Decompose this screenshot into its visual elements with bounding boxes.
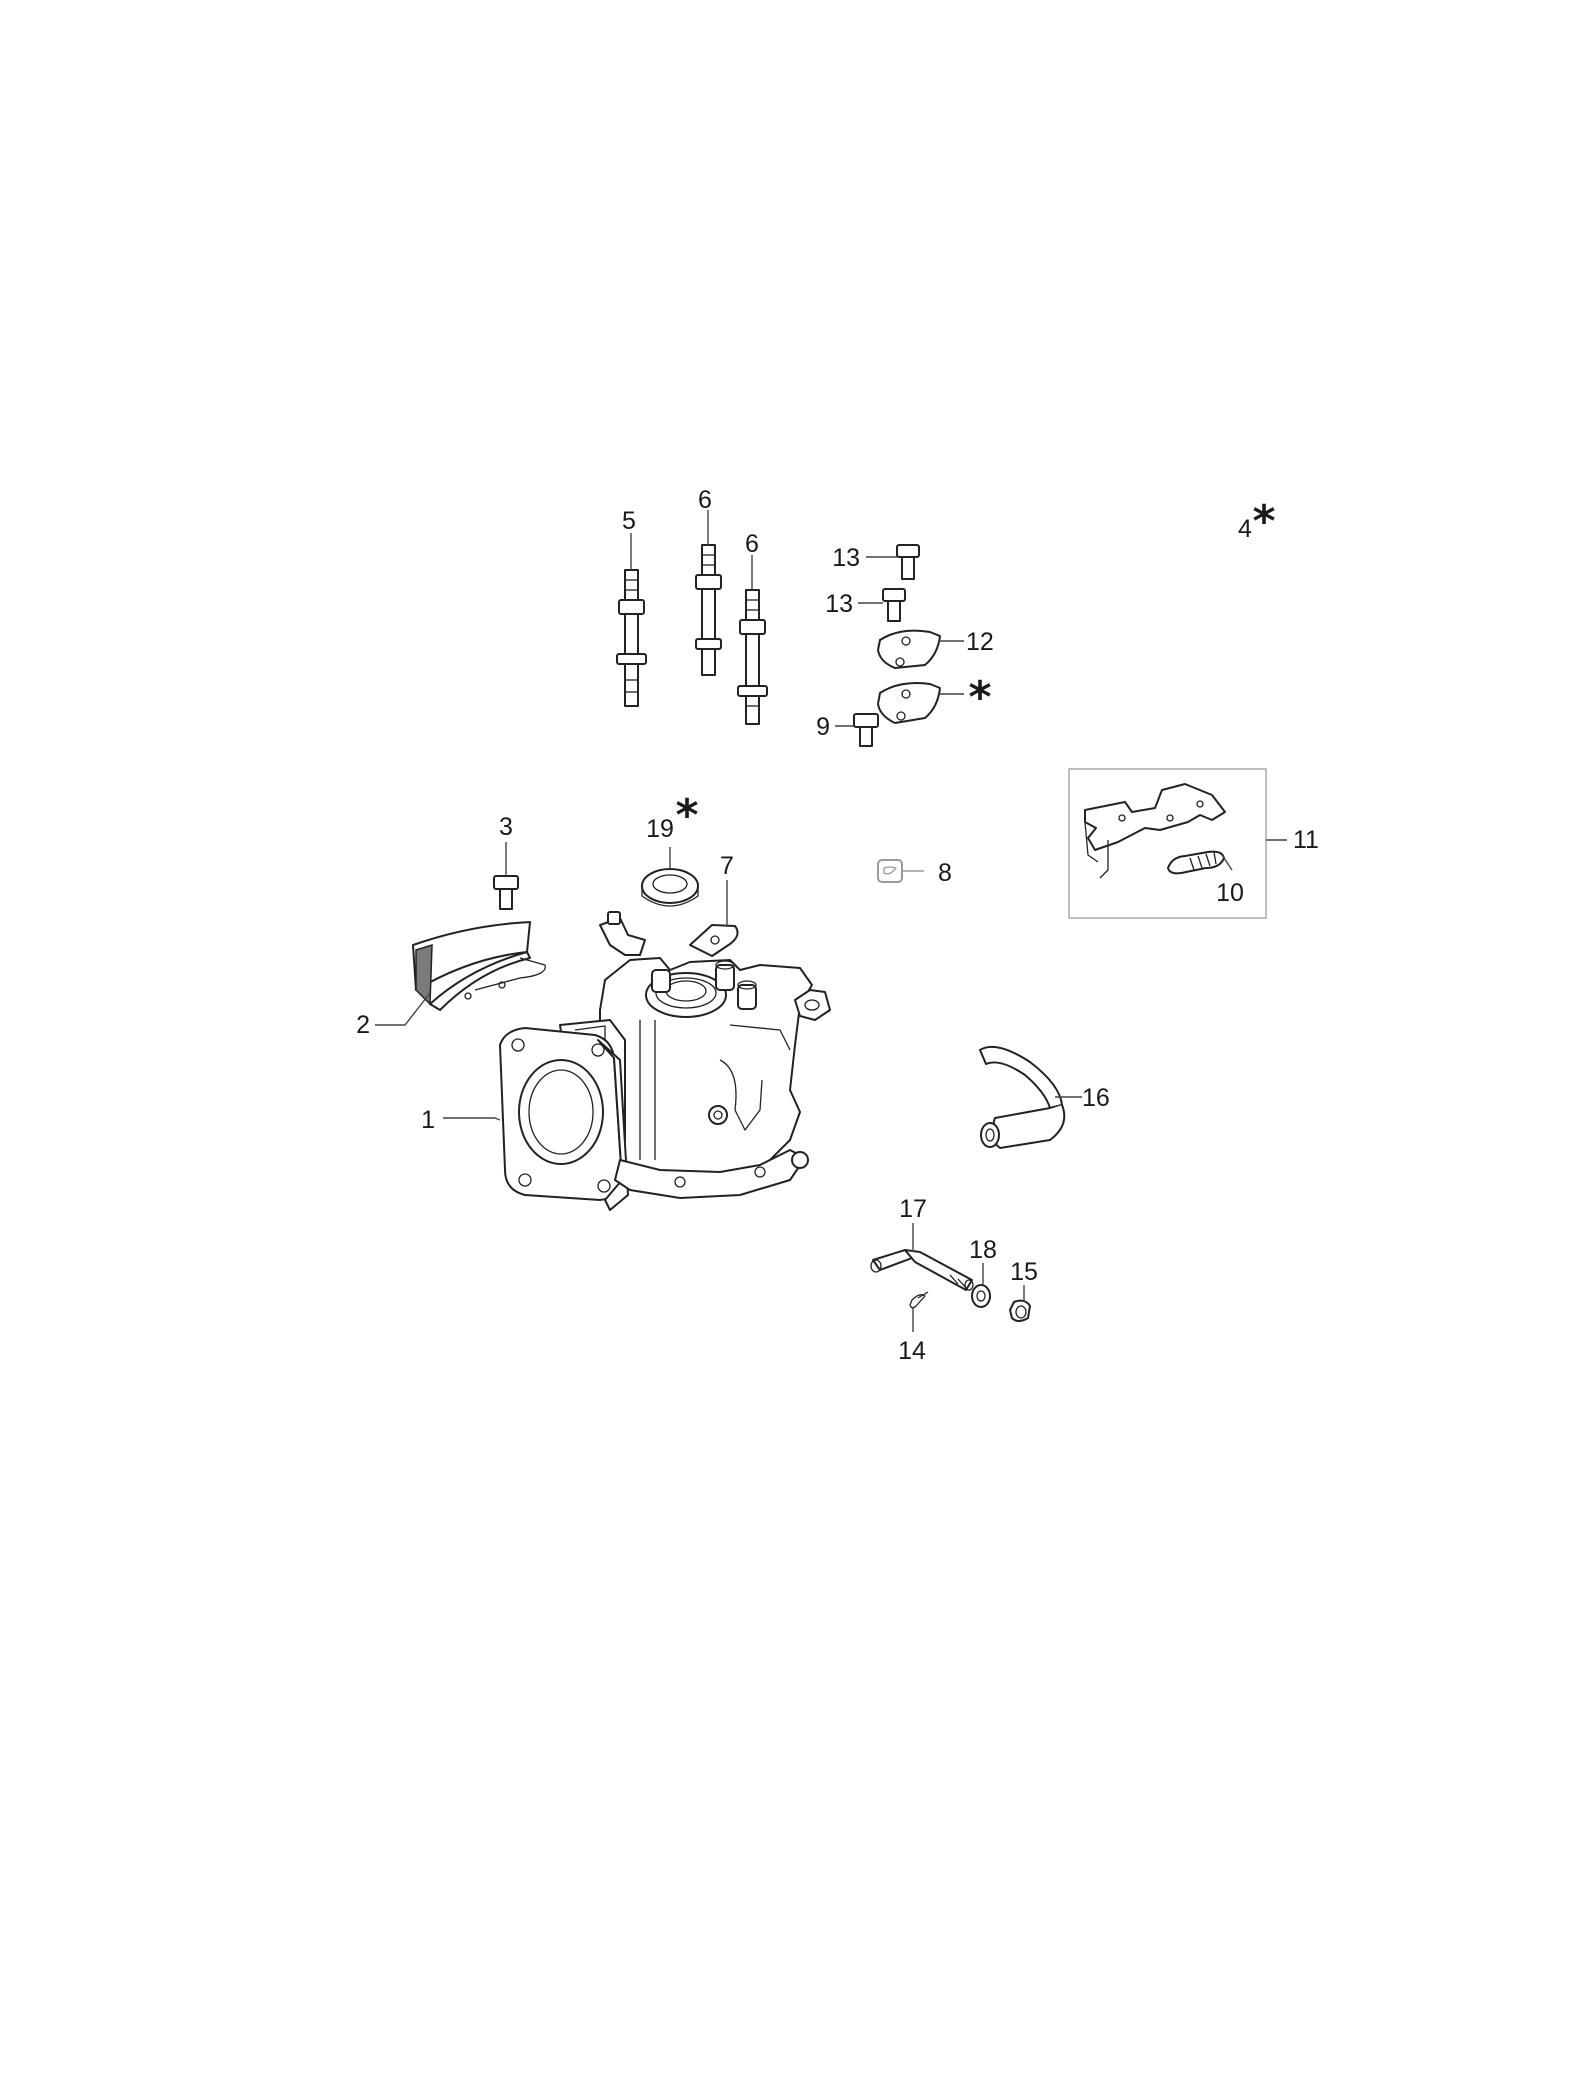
- cylinder-head-1: [499, 911, 831, 1211]
- callout-6-left: 6: [698, 486, 712, 514]
- callout-11: 11: [1293, 826, 1319, 854]
- callout-7: 7: [720, 852, 734, 880]
- callout-5: 5: [622, 507, 636, 535]
- callout-6-right: 6: [745, 530, 759, 558]
- air-baffle-2: [412, 921, 546, 1011]
- callout-17: 17: [899, 1195, 927, 1223]
- oil-seal-19: [641, 847, 699, 907]
- governor-bracket-frame: [1068, 768, 1287, 919]
- asterisk-marker-19: *: [675, 790, 698, 841]
- stud-5: [616, 569, 647, 707]
- bolt-9: [853, 713, 879, 747]
- callout-19: 19: [646, 815, 674, 843]
- callout-15: 15: [1010, 1258, 1038, 1286]
- governor-shaft-17: [870, 1249, 974, 1291]
- clip-14: [909, 1291, 929, 1309]
- stud-6-left: [695, 544, 722, 676]
- cover-plate-12: [877, 629, 941, 669]
- governor-spring-10: [1167, 850, 1225, 875]
- callout-14: 14: [898, 1337, 926, 1365]
- callout-4: 4: [1238, 515, 1252, 543]
- callout-18: 18: [969, 1236, 997, 1264]
- clip-8: [877, 859, 924, 883]
- callout-13-lower: 13: [825, 590, 853, 618]
- bolt-13-lower: [882, 588, 906, 622]
- bolt-13-top: [896, 544, 920, 580]
- callout-3: 3: [499, 813, 513, 841]
- callout-9: 9: [816, 713, 830, 741]
- washer-18: [971, 1284, 991, 1308]
- tab-washer-7: [689, 880, 739, 957]
- callout-13-top: 13: [832, 544, 860, 572]
- breather-tube-16: [979, 1046, 1082, 1149]
- callout-2: 2: [356, 1011, 370, 1039]
- asterisk-marker-cover: *: [968, 672, 991, 723]
- bolt-3: [493, 842, 519, 910]
- callout-8: 8: [938, 859, 952, 887]
- callout-10: 10: [1216, 879, 1244, 907]
- cover-plate-starred: [877, 682, 941, 724]
- asterisk-marker-4: *: [1252, 496, 1275, 547]
- governor-bracket: [1084, 783, 1226, 879]
- collar-15: [1009, 1299, 1031, 1322]
- callout-12: 12: [966, 628, 994, 656]
- stud-6-right: [737, 589, 768, 725]
- callout-16: 16: [1082, 1084, 1110, 1112]
- callout-1: 1: [421, 1106, 435, 1134]
